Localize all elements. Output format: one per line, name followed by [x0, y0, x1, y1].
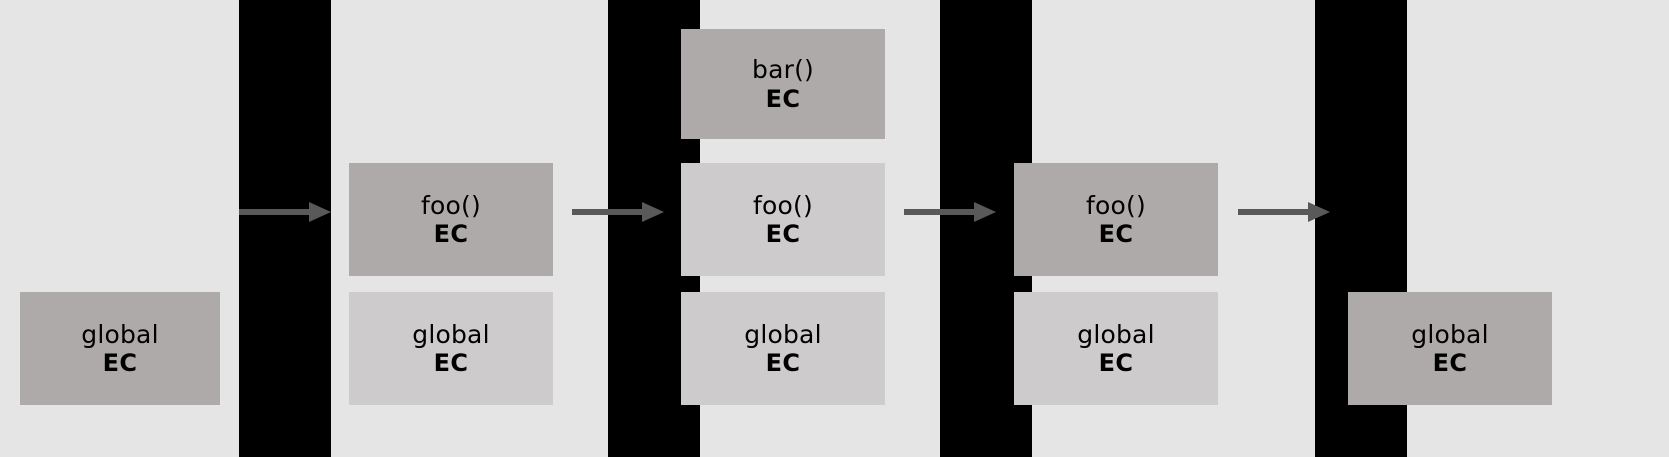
execution-context-name: global [81, 319, 159, 349]
panel-separator [239, 0, 331, 457]
execution-context-kind: EC [1432, 349, 1468, 378]
execution-context-kind: EC [433, 349, 469, 378]
execution-context-box: bar() EC [681, 29, 885, 139]
execution-context-name: global [1077, 319, 1155, 349]
execution-context-box: global EC [1348, 292, 1552, 405]
execution-context-box: global EC [20, 292, 220, 405]
transition-arrow-icon [1238, 202, 1330, 222]
execution-context-name: bar() [752, 55, 814, 85]
execution-context-name: global [412, 319, 490, 349]
execution-context-kind: EC [102, 349, 138, 378]
execution-context-box: global EC [349, 292, 553, 405]
execution-context-kind: EC [765, 220, 801, 249]
execution-context-kind: EC [1098, 349, 1134, 378]
execution-context-name: foo() [1086, 190, 1146, 220]
execution-context-box: global EC [1014, 292, 1218, 405]
execution-context-name: global [1411, 319, 1489, 349]
execution-context-kind: EC [765, 84, 801, 113]
execution-context-box: global EC [681, 292, 885, 405]
execution-context-name: foo() [421, 190, 481, 220]
execution-context-box: foo() EC [1014, 163, 1218, 276]
execution-context-name: foo() [753, 190, 813, 220]
transition-arrow-icon [904, 202, 996, 222]
execution-context-kind: EC [1098, 220, 1134, 249]
execution-context-name: global [744, 319, 822, 349]
execution-context-kind: EC [765, 349, 801, 378]
execution-context-box: foo() EC [349, 163, 553, 276]
transition-arrow-icon [239, 202, 331, 222]
transition-arrow-icon [572, 202, 664, 222]
execution-context-box: foo() EC [681, 163, 885, 276]
execution-context-kind: EC [433, 220, 469, 249]
